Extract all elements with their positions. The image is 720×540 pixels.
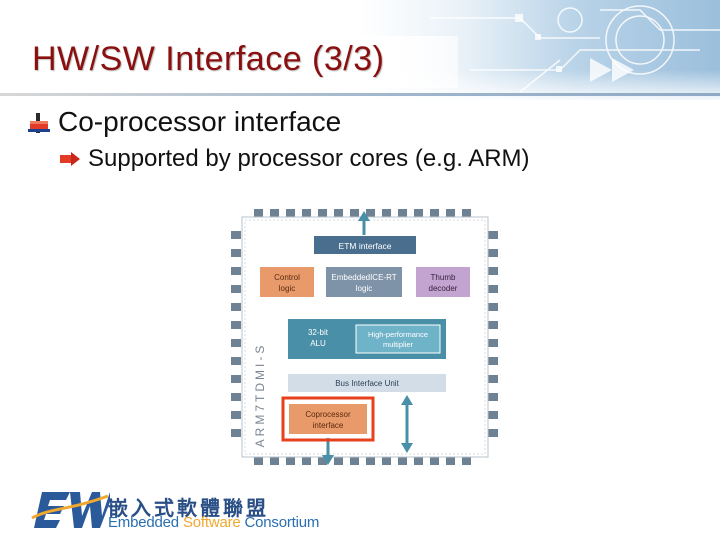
alu-label-1: 32-bit bbox=[308, 328, 329, 337]
thumb-decoder-block bbox=[416, 267, 470, 297]
alu-label-2: ALU bbox=[310, 339, 326, 348]
bullet-level2-text: Supported by processor cores (e.g. ARM) bbox=[88, 145, 530, 172]
embeddedice-label-1: EmbeddedICE-RT bbox=[331, 273, 396, 282]
logo-en-word-2: Software bbox=[182, 514, 241, 531]
embeddedice-label-2: logic bbox=[356, 284, 372, 293]
logo-en-word-1: Embedded bbox=[108, 514, 179, 531]
embeddedice-block bbox=[326, 267, 402, 297]
bullet-level1-text: Co-processor interface bbox=[58, 106, 342, 137]
coprocessor-block bbox=[289, 404, 367, 434]
etm-arrow bbox=[358, 211, 370, 235]
chip-label: ARM7TDMI-S bbox=[253, 343, 267, 448]
bullet-level1-icon bbox=[28, 113, 50, 133]
slide-title: HW/SW Interface (3/3) bbox=[32, 40, 385, 78]
bus-arrow bbox=[401, 395, 413, 453]
arm-core-diagram: ARM7TDMI-S ETM interface Control logic E… bbox=[231, 209, 498, 465]
control-logic-label-1: Control bbox=[274, 273, 300, 282]
control-logic-label-2: logic bbox=[279, 284, 295, 293]
bullet-level2-icon bbox=[60, 152, 80, 166]
thumb-decoder-label-2: decoder bbox=[429, 284, 458, 293]
control-logic-block bbox=[260, 267, 314, 297]
multiplier-label-1: High-performance bbox=[368, 330, 428, 339]
logo-english-text: Embedded Software Consortium bbox=[108, 514, 319, 531]
multiplier-block bbox=[355, 324, 441, 354]
chip-pins bbox=[231, 209, 498, 465]
bus-interface-label: Bus Interface Unit bbox=[335, 379, 399, 388]
coprocessor-label-1: Coprocessor bbox=[305, 410, 351, 419]
esw-logo-icon bbox=[31, 492, 110, 528]
title-box bbox=[22, 36, 458, 88]
coprocessor-label-2: interface bbox=[313, 421, 344, 430]
multiplier-label-2: multiplier bbox=[383, 340, 414, 349]
logo-en-word-3: Consortium bbox=[244, 514, 320, 531]
title-rule bbox=[0, 93, 720, 96]
coprocessor-highlight bbox=[281, 396, 375, 442]
logo-chinese-text: 嵌入式軟體聯盟 bbox=[108, 498, 269, 520]
etm-interface-label: ETM interface bbox=[339, 241, 392, 251]
bus-interface-block bbox=[288, 374, 446, 392]
etm-interface-block bbox=[314, 236, 416, 254]
thumb-decoder-label-1: Thumb bbox=[431, 273, 456, 282]
